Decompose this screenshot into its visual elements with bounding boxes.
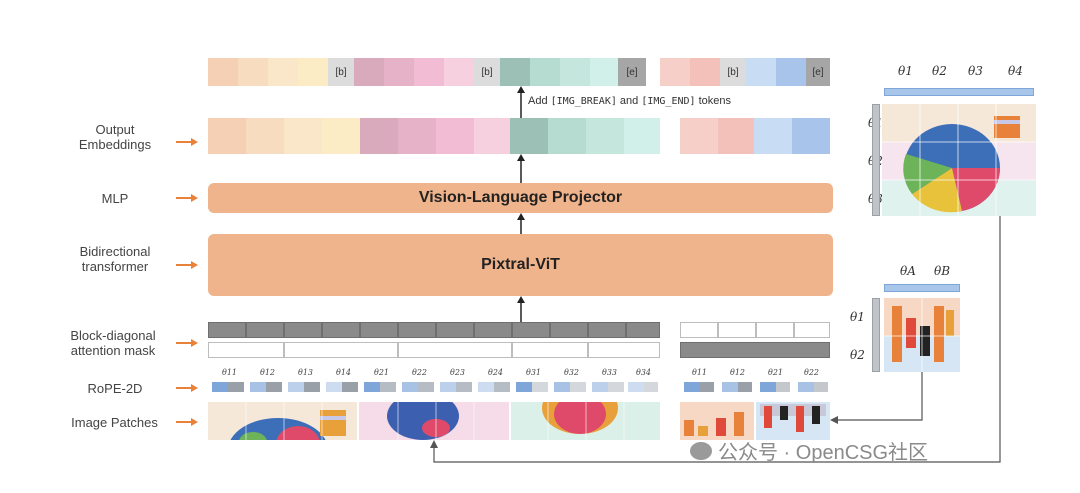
output-embeddings-row: [208, 118, 830, 154]
watermark: 公众号 · OpenCSG社区: [690, 436, 928, 465]
arrow-icon: [176, 261, 198, 269]
label-rope-2d: RoPE-2D: [87, 381, 143, 396]
attention-mask-small: [680, 322, 830, 358]
rope-thetas-main: θ11 θ12 θ13 θ14 θ21 θ22 θ23 θ24 θ31 θ32 …: [208, 368, 660, 396]
img-break-token: [b]: [720, 58, 746, 86]
up-arrow-icon: [517, 154, 525, 183]
up-arrow-icon: [517, 296, 525, 322]
label-bidirectional-transformer: Bidirectional transformer: [79, 244, 151, 274]
label-mlp: MLP: [101, 191, 129, 206]
pixtral-vit: Pixtral-ViT: [208, 234, 833, 296]
up-arrow-icon: [517, 213, 525, 234]
rope-grid-small: θA θB θ1 θ2: [850, 262, 966, 376]
image-patches-main: [208, 402, 660, 440]
rope-grid-large: θ1 θ2 θ3 θ4 θ1 θ2 θ3: [868, 64, 1038, 224]
token-annotation: Add [IMG_BREAK] and [IMG_END] tokens: [528, 95, 731, 107]
arrow-icon: [176, 194, 198, 202]
image-patches-small: [680, 402, 830, 440]
output-token-row: [b] [b] [e] [b] [e]: [208, 58, 830, 86]
rope-thetas-small: θ11 θ12 θ21 θ22: [680, 368, 830, 396]
arrow-icon: [176, 384, 198, 392]
vision-language-projector: Vision-Language Projector: [208, 183, 833, 213]
label-image-patches: Image Patches: [71, 415, 158, 430]
wechat-icon: [690, 441, 712, 460]
arrow-icon: [176, 339, 198, 347]
chart-thumbnail-large: [882, 104, 1036, 216]
attention-mask-main: [208, 322, 660, 358]
arrow-icon: [176, 418, 198, 426]
label-output-embeddings: Output Embeddings: [78, 122, 152, 152]
img-break-token: [b]: [474, 58, 500, 86]
img-break-token: [b]: [328, 58, 354, 86]
up-arrow-icon: [517, 86, 525, 118]
chart-thumbnail-small: [884, 298, 960, 372]
img-end-token: [e]: [618, 58, 646, 86]
label-block-diagonal-mask: Block-diagonal attention mask: [70, 328, 156, 358]
img-end-token: [e]: [806, 58, 830, 86]
arrow-icon: [176, 138, 198, 146]
